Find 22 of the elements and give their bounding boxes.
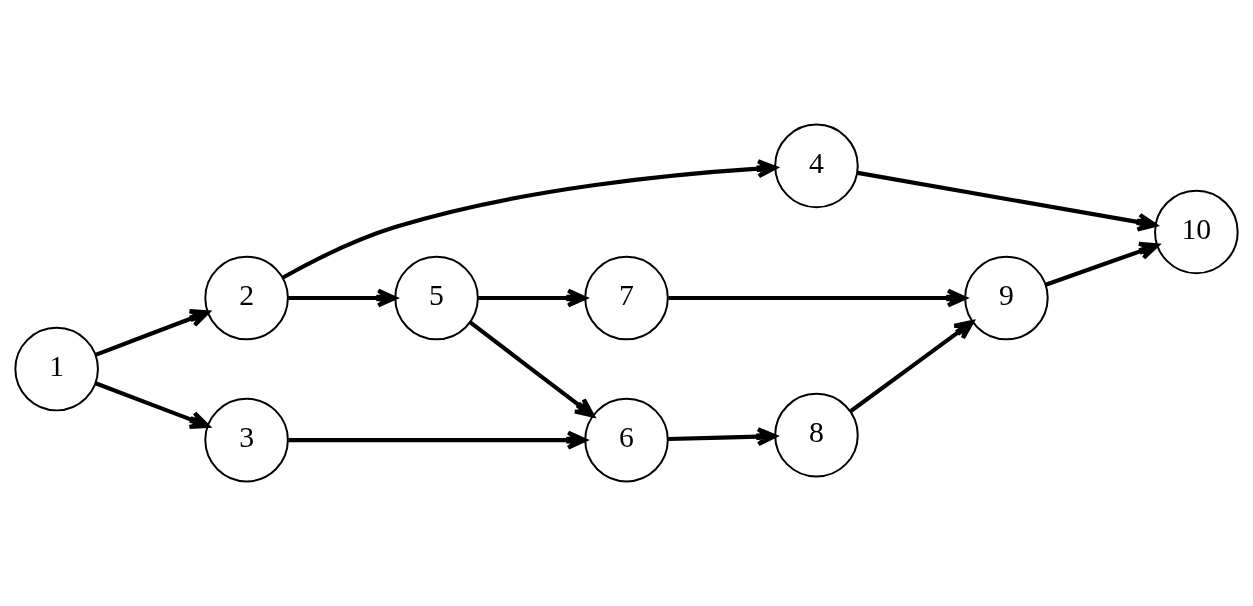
- arrow: [668, 427, 777, 447]
- arrow: [94, 381, 210, 430]
- arrow: [281, 159, 778, 280]
- arrow: [857, 170, 1158, 232]
- node-circle: 6: [584, 397, 669, 483]
- arrow: [288, 288, 397, 308]
- node-circle: 2: [204, 255, 289, 341]
- node-circle: 7: [584, 255, 669, 341]
- arrow: [288, 430, 587, 450]
- arrow: [849, 320, 975, 413]
- arrow: [1045, 241, 1160, 287]
- arrow: [469, 320, 595, 418]
- node-circle: 10: [1154, 189, 1239, 275]
- arrow: [94, 309, 210, 357]
- node-circle: 8: [774, 392, 859, 478]
- node-circle: 3: [204, 397, 289, 483]
- node-circle: 9: [964, 255, 1049, 341]
- node-circle: 5: [394, 255, 479, 341]
- arrow: [668, 288, 967, 308]
- arrow: [478, 288, 587, 308]
- node-circle: 4: [774, 123, 859, 209]
- node-circle: 1: [14, 326, 99, 412]
